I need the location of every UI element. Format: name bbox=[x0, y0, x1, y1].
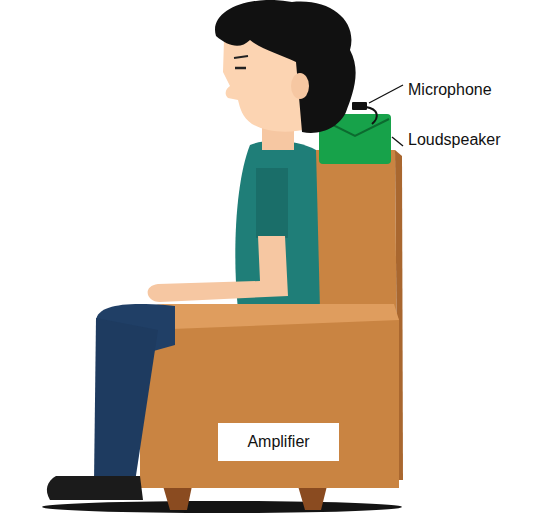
chair-front bbox=[140, 304, 399, 488]
microphone bbox=[352, 102, 377, 124]
floor-shadow bbox=[42, 501, 402, 513]
lower-leg bbox=[94, 318, 158, 482]
leader-line bbox=[392, 137, 403, 146]
label-box: Amplifier bbox=[218, 423, 339, 461]
hair bbox=[215, 0, 356, 133]
part-label: Loudspeaker bbox=[408, 130, 501, 149]
ear bbox=[291, 73, 309, 99]
chair-legs bbox=[163, 486, 327, 510]
chair-leg bbox=[163, 486, 192, 510]
leader-lines bbox=[369, 85, 403, 146]
armrest-top bbox=[140, 304, 399, 330]
microphone-head bbox=[352, 102, 367, 110]
microphone-cable bbox=[366, 107, 377, 124]
chair-arm-front bbox=[140, 305, 399, 488]
shoe bbox=[47, 476, 143, 500]
part-label: Amplifier bbox=[247, 432, 309, 451]
eye bbox=[235, 67, 246, 70]
chair-leg bbox=[298, 486, 327, 510]
sleeve bbox=[256, 168, 288, 238]
part-label: Microphone bbox=[408, 80, 492, 99]
leader-line bbox=[369, 85, 403, 103]
arm bbox=[148, 236, 288, 302]
eyebrow bbox=[234, 56, 248, 58]
